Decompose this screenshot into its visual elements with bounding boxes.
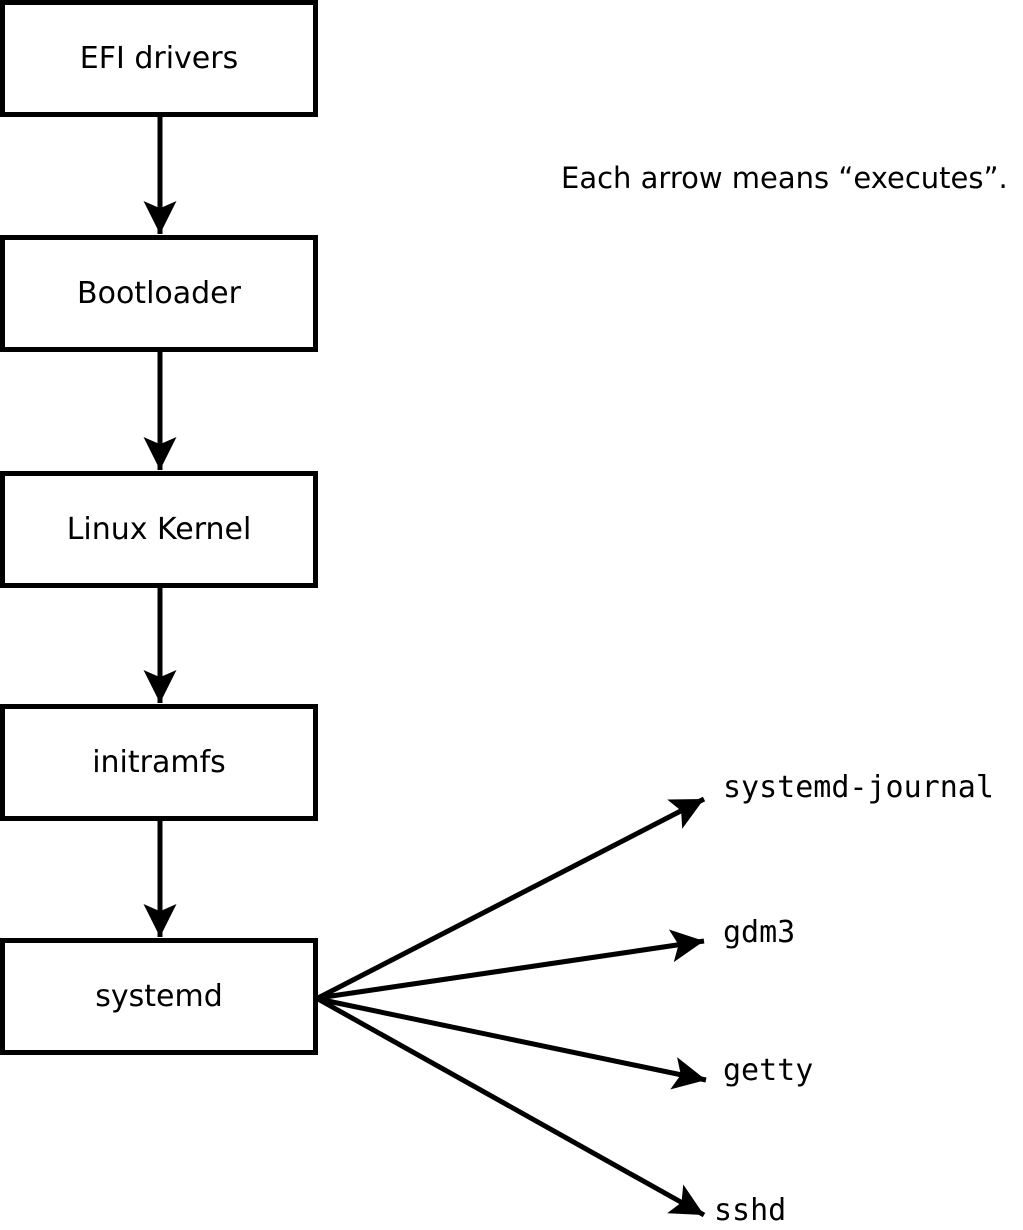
arrow-systemd-to-systemd-journal xyxy=(316,796,706,1001)
flow-box-label: Linux Kernel xyxy=(66,511,252,547)
flow-box-label: initramfs xyxy=(92,744,226,780)
flow-box-label: Bootloader xyxy=(77,275,241,311)
flow-box-systemd: systemd xyxy=(0,938,318,1055)
flow-box-label: systemd xyxy=(95,978,223,1014)
flow-box-linux-kernel: Linux Kernel xyxy=(0,471,318,588)
arrow-systemd-to-gdm3 xyxy=(317,929,705,1001)
flow-box-initramfs: initramfs xyxy=(0,704,318,821)
process-label-systemd-journal: systemd-journal xyxy=(723,770,994,805)
flow-box-bootloader: Bootloader xyxy=(0,235,318,352)
diagram-caption: Each arrow means “executes”. xyxy=(561,161,1008,195)
flow-box-efi-drivers: EFI drivers xyxy=(0,0,318,117)
process-label-getty: getty xyxy=(723,1053,814,1088)
arrow-systemd-to-getty xyxy=(317,996,707,1090)
arrow-systemd-to-sshd xyxy=(316,996,706,1218)
process-label-gdm3: gdm3 xyxy=(723,915,796,950)
process-label-sshd: sshd xyxy=(714,1193,787,1228)
flow-box-label: EFI drivers xyxy=(79,40,239,76)
